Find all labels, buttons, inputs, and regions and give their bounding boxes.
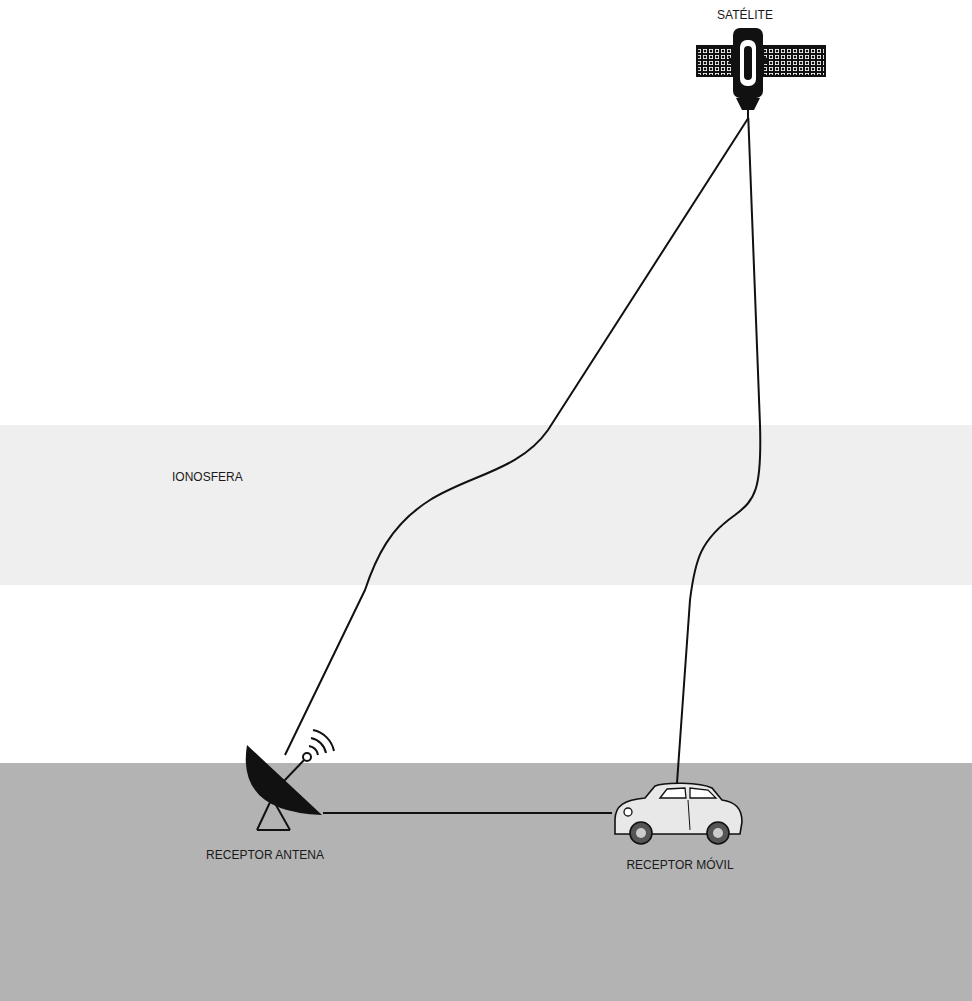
antenna-icon — [246, 730, 334, 830]
signal-path — [323, 812, 612, 814]
mobile-receiver: RECEPTOR MÓVIL — [612, 783, 742, 848]
satellite-node: SATÉLITE — [695, 28, 825, 118]
signal-path — [285, 118, 748, 755]
ionosphere-band: IONOSFERA — [0, 425, 972, 585]
car-icon — [615, 783, 742, 844]
ionosphere-label: IONOSFERA — [172, 470, 243, 484]
antenna-label: RECEPTOR ANTENA — [115, 848, 415, 862]
mobile-label: RECEPTOR MÓVIL — [530, 858, 830, 872]
satellite-label: SATÉLITE — [595, 8, 895, 22]
antenna-receiver: RECEPTOR ANTENA — [243, 755, 323, 830]
ground-band — [0, 763, 972, 1001]
satellite-icon — [697, 28, 825, 118]
signal-path — [677, 118, 760, 783]
